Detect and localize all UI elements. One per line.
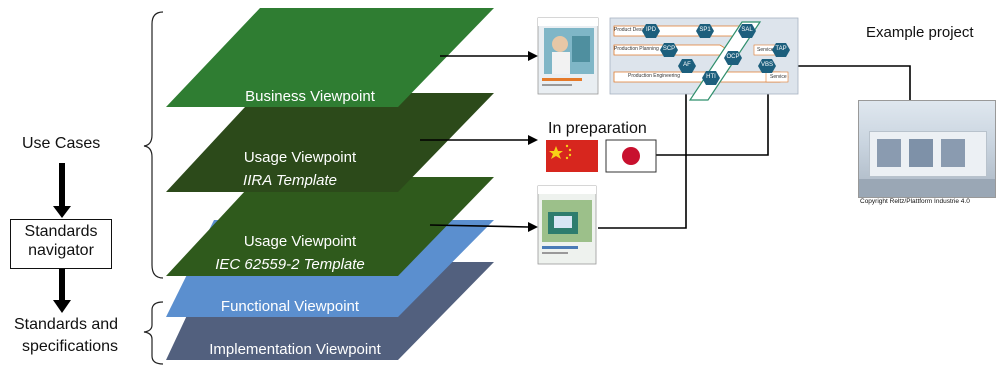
hex-af <box>678 59 696 73</box>
hex-hti <box>702 71 720 85</box>
hex-sal <box>738 24 756 38</box>
arrow-head-icon <box>53 206 71 218</box>
hex-label: AF <box>683 62 691 68</box>
arrow-head-icon <box>528 51 538 61</box>
hex-label: OCP <box>726 54 740 60</box>
copyright-label: Copyright Reltz/Plattform Industrie 4.0 <box>860 198 970 205</box>
hex-label: SCP <box>662 46 676 52</box>
iec-template-label: IEC 62559-2 Template <box>215 256 365 273</box>
matrix-row-label: Product Design <box>614 27 649 33</box>
implementation-viewpoint-label: Implementation Viewpoint <box>209 341 381 358</box>
usage-viewpoint-iec-label: Usage Viewpoint <box>243 233 357 250</box>
hex-label: IPD <box>645 27 656 33</box>
brochure2-to-matrix-line <box>598 80 687 229</box>
navigator-line-2: navigator <box>28 242 94 259</box>
arrow-head-icon <box>53 300 71 313</box>
hex-label: VBS <box>760 62 773 68</box>
hex-label: SP1 <box>699 27 711 33</box>
business-layer <box>166 8 494 107</box>
iira-template-label: IIRA Template <box>243 172 337 189</box>
hex-vbs <box>758 59 776 73</box>
usage-iec-layer <box>166 177 494 276</box>
iec-to-brochure-line <box>429 224 529 228</box>
hex-label: SAL <box>741 27 753 33</box>
hex-scp <box>660 43 678 57</box>
arrow-head-icon <box>528 222 538 232</box>
hex-tap <box>772 43 790 57</box>
hex-label: HTI <box>706 74 716 80</box>
example-project-label: Example project <box>866 24 974 41</box>
hex-label: TAP <box>775 46 787 52</box>
hex-sp1 <box>696 24 714 38</box>
brochure-1-image <box>537 17 599 95</box>
flags-to-matrix-line <box>656 80 769 156</box>
standards-line-1: Standards and <box>14 316 119 333</box>
usage-viewpoint-label: Usage Viewpoint <box>243 149 357 166</box>
arrow-head-icon <box>528 135 538 145</box>
example-project-photo <box>858 100 996 198</box>
usage-iira-layer <box>166 93 494 192</box>
matrix-row-label: Production Planning <box>614 46 659 52</box>
functional-viewpoint-label: Functional Viewpoint <box>220 298 360 315</box>
navigator-line-1: Standards <box>24 223 98 240</box>
matrix-row-label: Production Engineering <box>628 73 680 79</box>
hex-ocp <box>724 51 742 65</box>
use-cases-label: Use Cases <box>22 135 101 152</box>
brochure-2-image <box>537 185 597 265</box>
standards-brace <box>143 301 164 365</box>
matrix-side-label: Service <box>757 47 774 53</box>
project-to-matrix-line <box>784 65 911 100</box>
in-preparation-label: In preparation <box>548 120 647 137</box>
standards-line-2: specifications <box>22 338 119 355</box>
business-viewpoint-label: Business Viewpoint <box>245 88 375 105</box>
use-cases-brace <box>143 11 164 279</box>
standards-navigator-box: Standards navigator <box>10 219 112 269</box>
hex-ipd <box>642 24 660 38</box>
matrix-side-label: Service <box>770 74 787 80</box>
japan-flag-icon <box>605 139 657 173</box>
china-flag-icon <box>546 140 598 172</box>
